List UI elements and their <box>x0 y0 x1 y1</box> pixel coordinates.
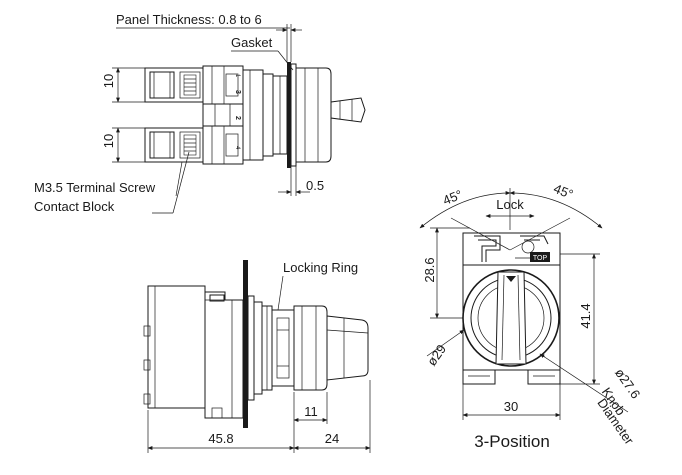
dim-label-29: ø29 <box>424 342 449 369</box>
dim-label-0-5: 0.5 <box>306 178 324 193</box>
callout-terminal-contact: M3.5 Terminal Screw Contact Block <box>34 151 190 214</box>
dim-label-41-4: 41.4 <box>578 303 593 328</box>
label-angle-left: 45° <box>441 187 465 208</box>
label-gasket: Gasket <box>231 35 273 50</box>
angle-arcs: 45° 45° <box>419 181 603 251</box>
label-locking-ring: Locking Ring <box>283 260 358 275</box>
label-lock: Lock <box>496 197 524 212</box>
label-contact-block: Contact Block <box>34 199 115 214</box>
panel-side <box>243 260 248 428</box>
dim-height-to-lock: 28.6 <box>422 227 470 319</box>
label-panel-thickness: Panel Thickness: 0.8 to 6 <box>116 12 262 27</box>
dim-label-11: 11 <box>304 404 318 419</box>
callout-locking-ring: Locking Ring <box>277 260 358 311</box>
dim-height-total: 41.4 <box>560 253 600 385</box>
top-side-view: 3 1 2 4 <box>34 12 366 214</box>
panel <box>287 62 291 168</box>
dim-bottom-widths: 45.8 24 11 <box>147 380 371 453</box>
locking-ring <box>253 301 273 395</box>
contact-block-side <box>147 285 206 409</box>
dim-label-10-upper: 10 <box>101 74 116 88</box>
upper-contact-block <box>144 65 244 105</box>
label-terminal-screw: M3.5 Terminal Screw <box>34 180 156 195</box>
terminal-screw-lower <box>183 134 197 156</box>
dim-base-width: 30 <box>462 384 561 420</box>
terminal-screw-upper <box>183 74 197 96</box>
knob-side <box>330 97 366 123</box>
label-angle-right: 45° <box>552 181 576 202</box>
operator-body-top <box>242 62 366 168</box>
label-top-mark: TOP <box>533 255 548 262</box>
terminal-mark-upper-side: 1 <box>234 74 240 78</box>
dim-knob-diameter: ø27.6 Knob Diameter <box>539 353 643 448</box>
dim-label-45-8: 45.8 <box>208 431 233 446</box>
dim-block-height-upper: 10 <box>101 67 145 103</box>
lock-indicator: Lock <box>485 197 535 218</box>
callout-panel-thickness: Panel Thickness: 0.8 to 6 <box>116 12 302 62</box>
callout-gasket: Gasket <box>231 35 294 71</box>
terminal-mark-upper: 3 <box>234 90 241 94</box>
knob-front <box>495 271 527 365</box>
dim-block-height-lower: 10 <box>101 127 145 163</box>
terminal-mark-lower-side: 4 <box>234 146 240 150</box>
front-feet <box>462 369 561 385</box>
front-view: 45° 45° Lock TOP <box>419 181 643 451</box>
dim-label-10-lower: 10 <box>101 134 116 148</box>
bottom-side-view: Locking Ring 45.8 24 11 <box>143 260 371 453</box>
gasket <box>290 63 297 167</box>
dim-label-30: 30 <box>504 399 518 414</box>
dim-label-28-6: 28.6 <box>422 257 437 282</box>
dim-gasket-gap: 0.5 <box>278 166 324 196</box>
dim-label-24: 24 <box>325 431 339 446</box>
label-position-title: 3-Position <box>474 432 550 451</box>
lower-contact-block <box>144 125 244 165</box>
terminal-mark-lower: 2 <box>234 116 241 120</box>
dim-bezel-diameter: ø29 <box>424 329 465 369</box>
knob-side-bottom <box>326 315 369 381</box>
